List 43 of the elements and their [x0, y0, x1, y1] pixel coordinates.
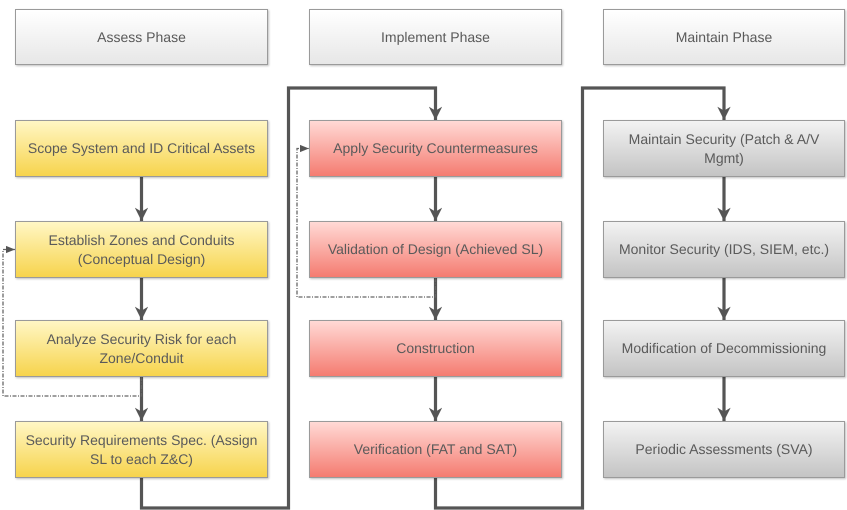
box-label: Implement Phase — [381, 28, 490, 46]
process-box — [603, 320, 845, 377]
process-box — [309, 320, 562, 377]
box-label: Construction — [396, 339, 475, 358]
arrow — [717, 177, 731, 221]
process-box — [603, 221, 845, 278]
phase-header-box — [15, 9, 268, 65]
arrow — [717, 278, 731, 320]
arrow — [428, 377, 442, 421]
box-label: Validation of Design (Achieved SL) — [328, 240, 544, 259]
process-box — [309, 221, 562, 278]
process-box — [15, 120, 268, 177]
box-label: Periodic Assessments (SVA) — [635, 440, 813, 459]
arrow — [134, 377, 148, 421]
box-label: Assess Phase — [97, 28, 186, 46]
feedback-arrow — [296, 144, 436, 298]
process-box — [15, 421, 268, 478]
process-box — [15, 221, 268, 278]
arrow — [428, 177, 442, 221]
box-label: Scope System and ID Critical Assets — [28, 139, 256, 158]
arrow — [717, 377, 731, 421]
arrow — [134, 177, 148, 221]
phase-header-box — [309, 9, 562, 65]
arrow — [140, 86, 442, 510]
box-label: Analyze Security Risk for each Zone/Conduit — [46, 330, 238, 368]
box-label: Verification (FAT and SAT) — [354, 440, 518, 459]
process-box — [15, 320, 268, 377]
box-label: Maintain Security (Patch & A/V Mgmt) — [628, 130, 820, 168]
process-box — [603, 120, 845, 177]
arrow — [428, 278, 442, 320]
box-label: Monitor Security (IDS, SIEM, etc.) — [618, 240, 830, 259]
box-label: Apply Security Countermeasures — [333, 139, 538, 158]
process-box — [309, 421, 562, 478]
process-box — [309, 120, 562, 177]
box-label: Security Requirements Spec. (Assign SL to each Z&C) — [24, 430, 258, 468]
feedback-arrow — [2, 246, 142, 397]
box-label: Maintain Phase — [676, 28, 772, 46]
arrow — [434, 86, 731, 510]
box-label: Establish Zones and Conduits (Conceptual Design) — [48, 230, 236, 268]
phase-header-box — [603, 9, 845, 65]
box-label: Modification of Decommissioning — [622, 339, 826, 358]
arrow — [134, 278, 148, 320]
process-box — [603, 421, 845, 478]
